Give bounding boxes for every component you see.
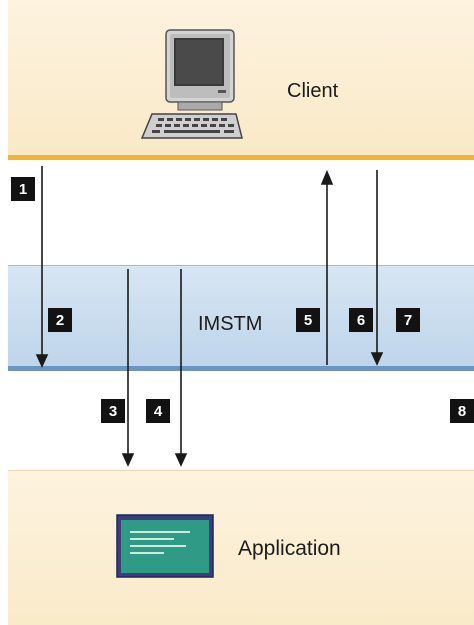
arrowhead-client-to-ims — [35, 354, 49, 368]
arrowhead-ims-to-app-4 — [174, 453, 188, 467]
arrowhead-ims-to-client — [320, 169, 334, 185]
desktop-computer-icon — [140, 29, 243, 139]
application-label: Application — [238, 537, 341, 560]
arrowhead-client-to-ims-6 — [370, 352, 384, 366]
step-5-marker: 5 — [296, 308, 320, 332]
step-7-marker: 7 — [396, 308, 420, 332]
arrowhead-ims-to-app-3 — [121, 453, 135, 467]
step-4-marker: 4 — [146, 399, 170, 423]
application-band — [8, 470, 474, 625]
client-label: Client — [287, 80, 339, 102]
ims-label: IMSTM — [198, 313, 263, 335]
application-window-icon — [116, 514, 214, 578]
step-3-marker: 3 — [101, 399, 125, 423]
step-2-marker: 2 — [48, 308, 72, 332]
step-1-marker: 1 — [11, 177, 35, 201]
step-8-marker: 8 — [450, 399, 474, 423]
step-6-marker: 6 — [349, 308, 373, 332]
